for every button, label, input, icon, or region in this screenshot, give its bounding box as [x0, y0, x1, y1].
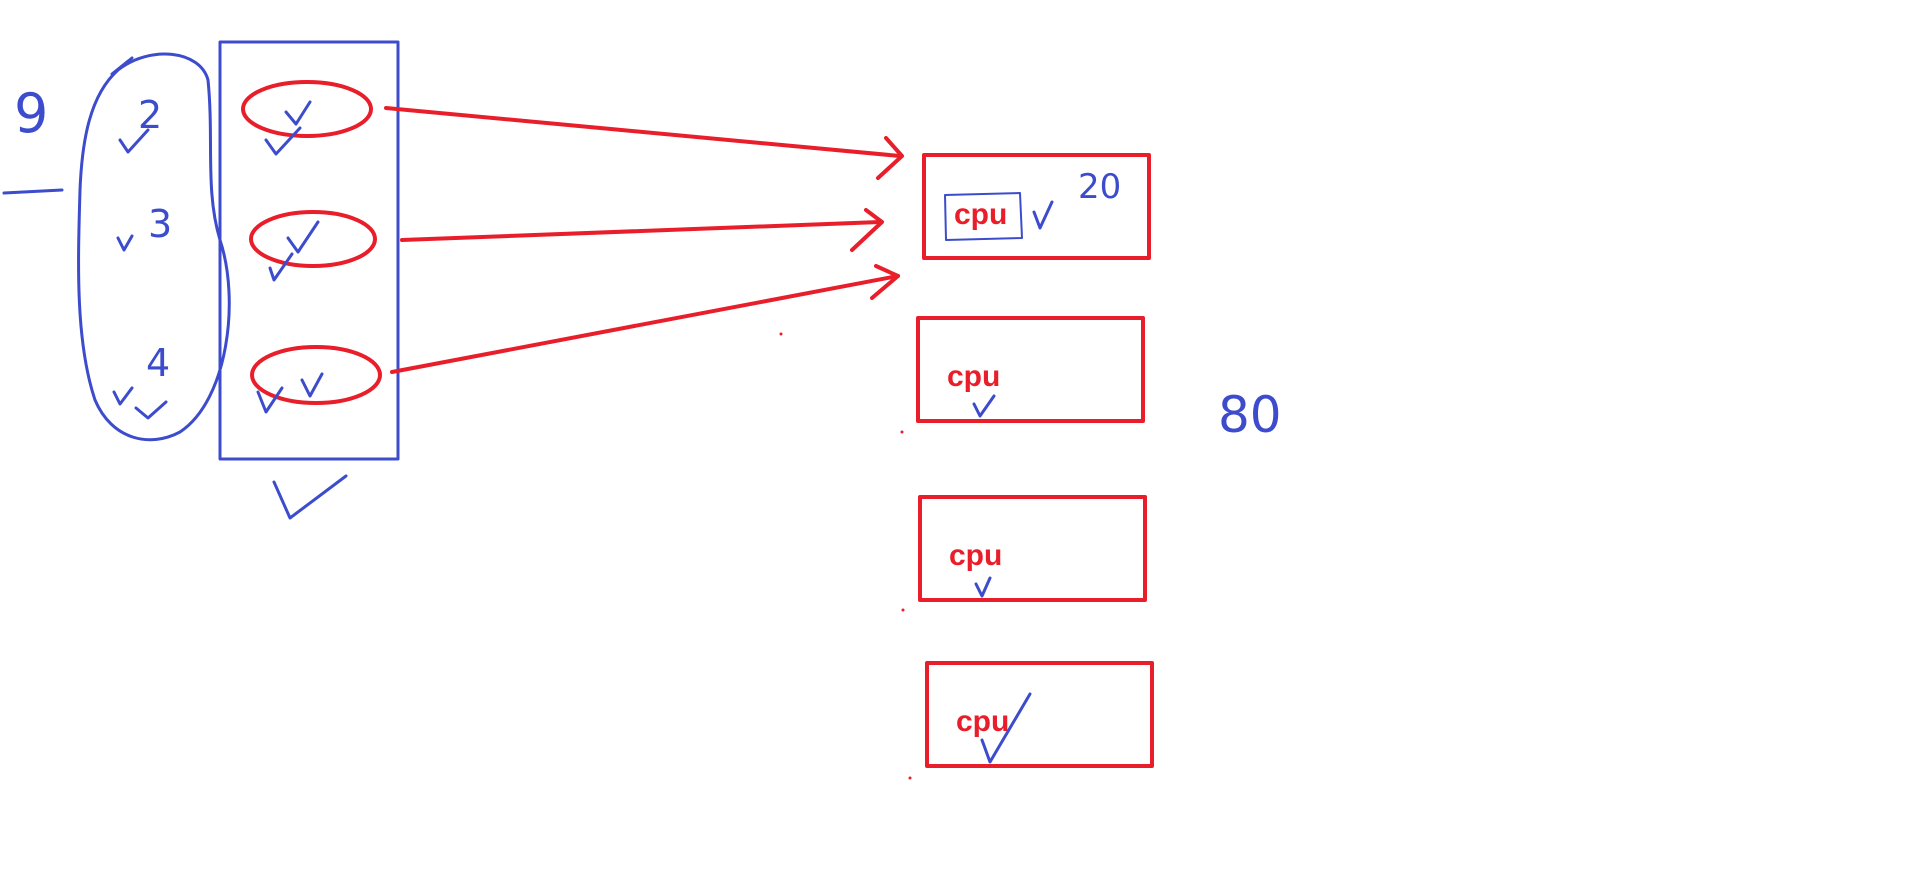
number-set-group: 2 3 4: [77, 52, 231, 442]
cpu-box-1: cpu 20: [922, 153, 1151, 260]
checkmark-icon: [972, 394, 996, 418]
number-set-loop: [77, 52, 231, 442]
set-item-4: 4: [146, 341, 170, 385]
slot-column-frame: [218, 40, 400, 461]
checkmark-icon: [256, 386, 284, 414]
stray-dot: [900, 430, 904, 434]
arrow-head-icon: [850, 208, 884, 252]
checkmark-icon: [118, 128, 150, 154]
arrow-head-icon: [870, 264, 900, 300]
checkmark-icon: [112, 386, 134, 406]
cpu-box-frame: [925, 661, 1154, 768]
checkmark-icon: [116, 234, 134, 252]
cpu-label: cpu: [956, 705, 1009, 738]
checkmark-icon: [974, 576, 992, 598]
stray-dot: [901, 608, 905, 612]
stray-marks: [779, 332, 912, 780]
checkmark-icon: [272, 474, 348, 520]
cpu-label: cpu: [954, 198, 1007, 231]
cpu-box-frame: [922, 153, 1151, 260]
slot-column: [218, 40, 400, 520]
arrow-head-icon: [876, 136, 904, 180]
cpu-label: cpu: [947, 360, 1000, 393]
side-note: 80: [1218, 386, 1282, 444]
arrow-line-1: [384, 106, 902, 158]
checkmark-icon: [134, 400, 168, 420]
cpu-box-frame: [918, 495, 1147, 602]
left-number-underline: [2, 188, 64, 195]
left-number-group: 9: [2, 82, 64, 195]
cpu-label-frame: [944, 192, 1023, 241]
arrow-line-3: [390, 274, 900, 374]
left-number: 9: [14, 82, 48, 145]
checkmark-icon: [1032, 200, 1054, 230]
cpu-label: cpu: [949, 539, 1002, 572]
cpu-box-2: cpu: [916, 316, 1145, 423]
cpu-box-frame: [916, 316, 1145, 423]
slot-ellipse-2: [249, 210, 377, 268]
checkmark-icon: [980, 692, 1032, 764]
slot-ellipse-3: [250, 345, 382, 405]
set-item-2: 2: [138, 93, 162, 137]
stray-dot: [779, 332, 783, 336]
arrows-group: [384, 106, 904, 374]
checkmark-icon: [284, 100, 312, 126]
stray-dot: [908, 776, 912, 780]
set-item-3: 3: [148, 202, 172, 246]
checkmark-icon: [264, 126, 302, 156]
slot-ellipse-1: [241, 80, 373, 138]
checkmark-icon: [286, 220, 320, 254]
cpu-note: 20: [1078, 167, 1121, 207]
checkmark-icon: [300, 372, 324, 398]
number-set-loop-start: [110, 56, 134, 76]
cpu-box-4: cpu: [925, 661, 1154, 768]
checkmark-icon: [268, 252, 294, 282]
arrow-line-2: [400, 220, 882, 242]
cpu-box-3: cpu: [918, 495, 1147, 602]
